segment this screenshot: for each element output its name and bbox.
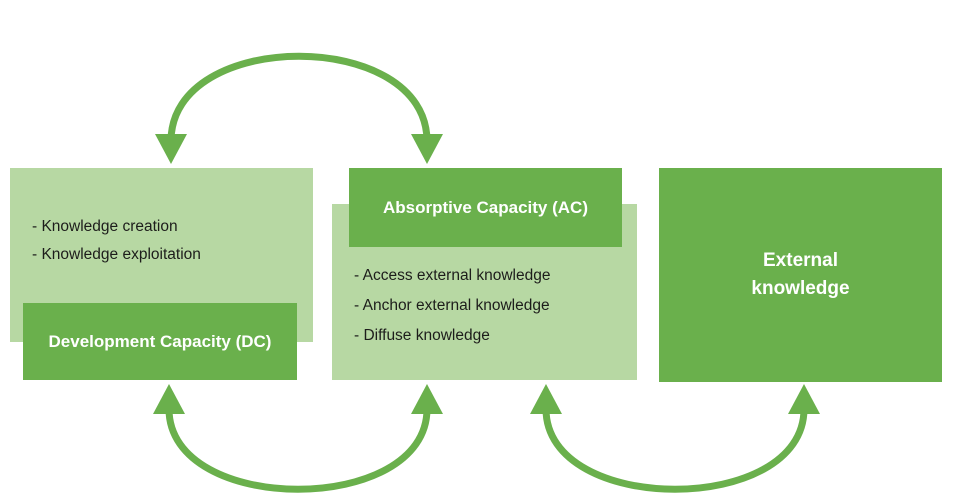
top-arc-arrow	[155, 52, 443, 164]
bottom-left-arc-arrow	[153, 384, 443, 493]
external-knowledge-box: External knowledge	[659, 168, 942, 382]
ac-title-box: Absorptive Capacity (AC)	[349, 168, 622, 247]
ac-item-list: - Access external knowledge - Anchor ext…	[354, 261, 550, 351]
external-knowledge-title: External knowledge	[751, 250, 850, 299]
top-arc-path	[167, 52, 431, 142]
ac-list-item: - Access external knowledge	[354, 267, 551, 284]
bottom-left-arc-path	[165, 408, 431, 493]
dc-title-box: Development Capacity (DC)	[23, 303, 297, 380]
ac-list-item: - Anchor external knowledge	[354, 297, 550, 314]
bottom-right-arc-left-arrowhead-icon	[530, 384, 562, 414]
dc-list-item: - Knowledge exploitation	[32, 246, 201, 263]
bottom-right-arc-path	[542, 408, 808, 493]
top-arc-right-arrowhead-icon	[411, 134, 443, 164]
dc-title: Development Capacity (DC)	[48, 331, 272, 351]
ac-list-item: - Diffuse knowledge	[354, 327, 490, 344]
dc-item-list: - Knowledge creation - Knowledge exploit…	[32, 213, 201, 269]
bottom-right-arc-arrow	[530, 384, 820, 493]
top-arc-left-arrowhead-icon	[155, 134, 187, 164]
bottom-left-arc-left-arrowhead-icon	[153, 384, 185, 414]
bottom-right-arc-right-arrowhead-icon	[788, 384, 820, 414]
bottom-left-arc-right-arrowhead-icon	[411, 384, 443, 414]
dc-list-item: - Knowledge creation	[32, 218, 178, 235]
ac-title: Absorptive Capacity (AC)	[383, 197, 588, 217]
